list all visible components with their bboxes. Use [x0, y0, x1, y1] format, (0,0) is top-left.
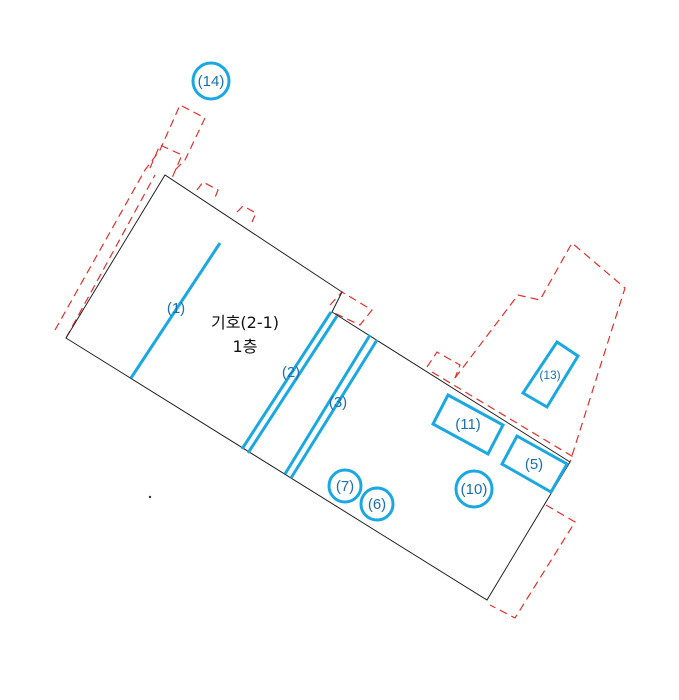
partition-2b: [246, 315, 339, 454]
label-11: (11): [455, 416, 481, 433]
rect-5: [499, 433, 570, 495]
markup-rects: [430, 339, 581, 495]
stray-dot: [148, 495, 152, 499]
label-2: (2): [282, 364, 300, 381]
building-title-line2: 1층: [233, 337, 258, 356]
partition-3b: [289, 339, 379, 479]
markup-circles: [191, 61, 494, 522]
label-10: (10): [461, 481, 488, 498]
label-7: (7): [336, 478, 354, 495]
dashed-boundary-left: [54, 104, 373, 339]
circle-7: [327, 468, 363, 504]
partition-1: [129, 242, 222, 379]
label-13: (13): [539, 368, 560, 382]
circle-10: [454, 469, 494, 509]
label-1: (1): [167, 300, 185, 317]
building-title-line1: 기호(2-1): [211, 313, 279, 332]
partition-2a: [240, 311, 333, 450]
label-14: (14): [198, 73, 225, 90]
partition-3a: [283, 334, 372, 475]
label-3: (3): [329, 394, 347, 411]
rect-13: [520, 339, 581, 410]
building-outline: [65, 174, 571, 601]
circle-6: [359, 486, 395, 522]
label-5: (5): [525, 456, 543, 473]
partition-lines: [129, 242, 379, 479]
rect-11: [430, 392, 506, 457]
circle-14: [191, 61, 231, 101]
label-6: (6): [368, 496, 386, 513]
dashed-boundary-right: [426, 242, 626, 619]
